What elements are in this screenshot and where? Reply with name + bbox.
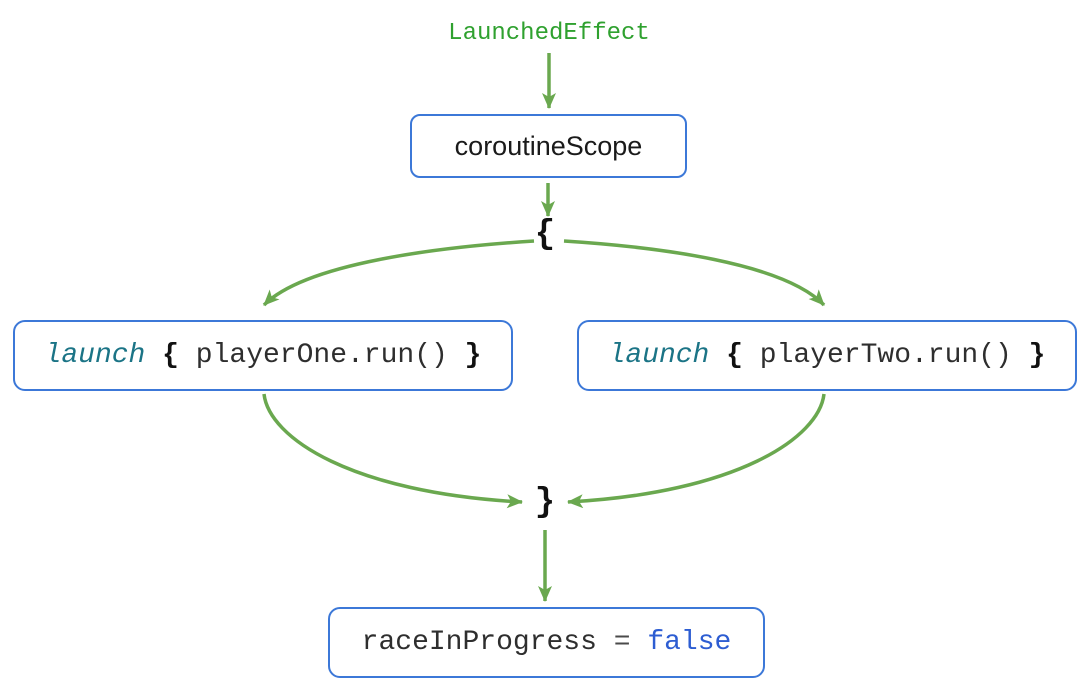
false-value: false — [647, 627, 732, 658]
fork-open-brace: { — [534, 216, 556, 254]
curve-fork-to-launch-two — [563, 239, 826, 307]
open-brace-token: { — [162, 340, 179, 371]
join-close-brace: } — [534, 484, 556, 522]
player-one-call: playerOne.run() — [195, 340, 448, 371]
open-brace-token: { — [726, 340, 743, 371]
launch-keyword: launch — [608, 340, 710, 371]
launch-keyword: launch — [44, 340, 146, 371]
coroutine-scope-node: coroutineScope — [410, 114, 687, 178]
launch-one-node: launch { playerOne.run() } — [13, 320, 513, 391]
equals-operator: = — [613, 627, 631, 658]
player-two-call: playerTwo.run() — [759, 340, 1012, 371]
curve-launch-two-to-join — [567, 393, 826, 509]
race-in-progress-variable: raceInProgress — [361, 627, 597, 658]
close-brace-token: } — [464, 340, 482, 371]
result-node: raceInProgress = false — [328, 607, 765, 678]
launch-two-node: launch { playerTwo.run() } — [577, 320, 1077, 391]
curve-launch-one-to-join — [262, 393, 523, 509]
close-brace-token: } — [1028, 340, 1046, 371]
curve-fork-to-launch-one — [262, 239, 535, 307]
coroutine-scope-label: coroutineScope — [454, 130, 643, 161]
launched-effect-label: LaunchedEffect — [448, 20, 650, 47]
